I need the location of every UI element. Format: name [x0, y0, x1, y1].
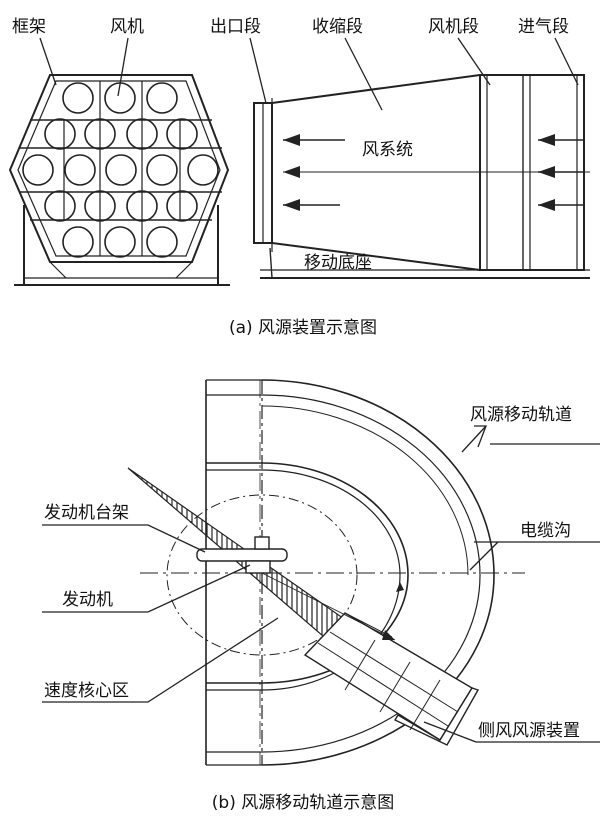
fan-circle: [44, 118, 76, 150]
fan-circle: [62, 82, 94, 114]
part-a-leaders: [39, 37, 579, 111]
fan-circle: [166, 118, 198, 150]
fan-circle: [146, 226, 178, 258]
fan-circle: [187, 154, 219, 186]
label-fan: 风机: [110, 17, 144, 37]
fan-circle: [146, 82, 178, 114]
fan-circle: [104, 226, 136, 258]
fan-circle: [146, 154, 178, 186]
fan-circle: [22, 154, 54, 186]
part-b-leaders: [42, 425, 600, 743]
caption-b: (b) 风源移动轨道示意图: [212, 793, 394, 813]
fan-circle: [64, 154, 96, 186]
direction-arrowhead: [382, 630, 395, 640]
fan-circle: [84, 190, 116, 222]
fan-circle: [166, 190, 198, 222]
label-outlet-section: 出口段: [210, 17, 261, 37]
fan-circle: [84, 118, 116, 150]
label-inlet-section: 进气段: [518, 17, 569, 37]
fan-circle: [62, 226, 94, 258]
caption-a: (a) 风源装置示意图: [229, 318, 377, 338]
fan-circle: [44, 190, 76, 222]
engine-stand: [196, 536, 288, 574]
air-system-side-view: [253, 74, 590, 279]
label-track: 风源移动轨道: [470, 405, 572, 425]
label-air-system: 风系统: [362, 140, 413, 160]
direction-line: [261, 572, 396, 641]
label-core-zone: 速度核心区: [44, 681, 129, 701]
side-wind-device: [303, 612, 480, 746]
label-side-wind-device: 侧风风源装置: [478, 721, 580, 741]
fan-circle: [126, 118, 158, 150]
label-engine: 发动机: [62, 590, 113, 610]
label-fan-section: 风机段: [428, 17, 479, 37]
label-frame: 框架: [12, 17, 46, 37]
track-tick-mark: [396, 582, 404, 592]
label-cable-trench: 电缆沟: [520, 521, 571, 541]
label-contraction-section: 收缩段: [312, 17, 363, 37]
fan-circle: [105, 154, 137, 186]
fan-array-front-view: [8, 74, 230, 286]
fan-circle: [126, 190, 158, 222]
label-engine-stand: 发动机台架: [44, 503, 129, 523]
label-mobile-base: 移动底座: [304, 253, 372, 273]
